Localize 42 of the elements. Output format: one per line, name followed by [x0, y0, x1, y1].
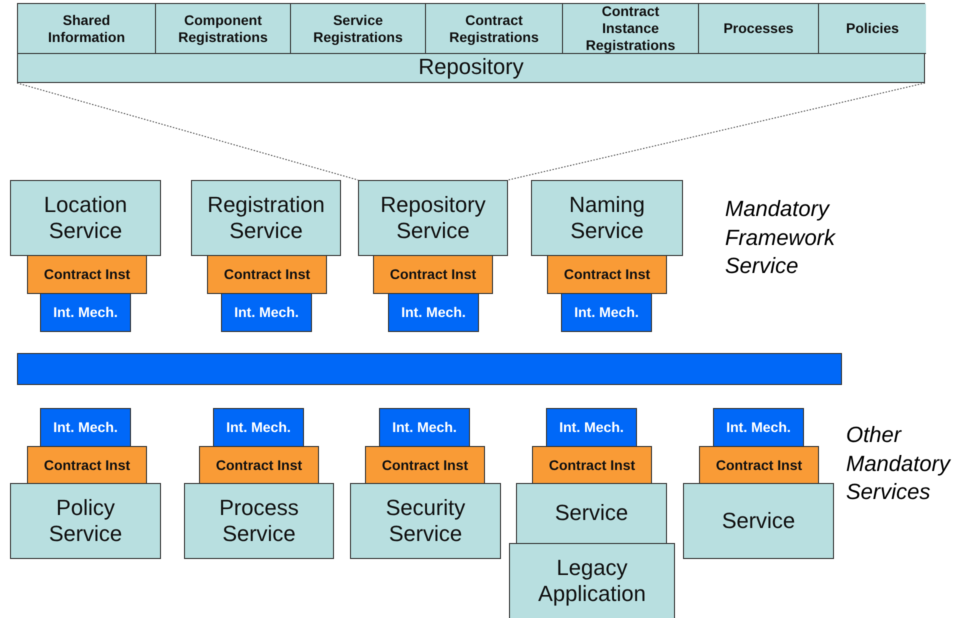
service-box: Legacy Application	[509, 543, 675, 618]
contract-box: Contract Inst	[373, 255, 493, 294]
category-cell: Contract Registrations	[426, 4, 563, 54]
service-box: Naming Service	[531, 180, 683, 256]
layer-label: Other Mandatory Services	[846, 421, 952, 506]
dotted-line	[508, 82, 926, 180]
category-cell: Component Registrations	[156, 4, 291, 54]
category-cell: Policies	[819, 4, 926, 54]
contract-box: Contract Inst	[207, 255, 327, 294]
panel-title: Repository	[418, 54, 524, 81]
contract-box: Contract Inst	[27, 446, 147, 484]
contract-box: Contract Inst	[199, 446, 319, 484]
bus-bar	[17, 353, 842, 385]
mechanism-box: Int. Mech.	[40, 408, 131, 447]
contract-box: Contract Inst	[532, 446, 652, 484]
service-box: Location Service	[10, 180, 161, 256]
service-box: Repository Service	[358, 180, 508, 256]
mechanism-box: Int. Mech.	[379, 408, 470, 447]
service-box: Registration Service	[191, 180, 341, 256]
repository-panel	[17, 3, 925, 83]
contract-box: Contract Inst	[547, 255, 667, 294]
category-cell: Processes	[699, 4, 819, 54]
dotted-line	[16, 82, 358, 180]
category-cell: Shared Information	[18, 4, 156, 54]
service-box: Service	[683, 483, 834, 559]
service-box: Security Service	[350, 483, 501, 559]
category-cell: Contract Instance Registrations	[563, 4, 699, 54]
category-cell: Service Registrations	[291, 4, 426, 54]
mechanism-box: Int. Mech.	[221, 293, 312, 332]
mechanism-box: Int. Mech.	[546, 408, 637, 447]
contract-box: Contract Inst	[699, 446, 819, 484]
mechanism-box: Int. Mech.	[561, 293, 652, 332]
service-box: Policy Service	[10, 483, 161, 559]
layer-label: Mandatory Framework Service	[725, 195, 837, 280]
contract-box: Contract Inst	[365, 446, 485, 484]
contract-box: Contract Inst	[27, 255, 147, 294]
mechanism-box: Int. Mech.	[213, 408, 304, 447]
service-box: Process Service	[184, 483, 334, 559]
mechanism-box: Int. Mech.	[388, 293, 479, 332]
service-box: Service	[516, 483, 667, 544]
mechanism-box: Int. Mech.	[713, 408, 804, 447]
mechanism-box: Int. Mech.	[40, 293, 131, 332]
